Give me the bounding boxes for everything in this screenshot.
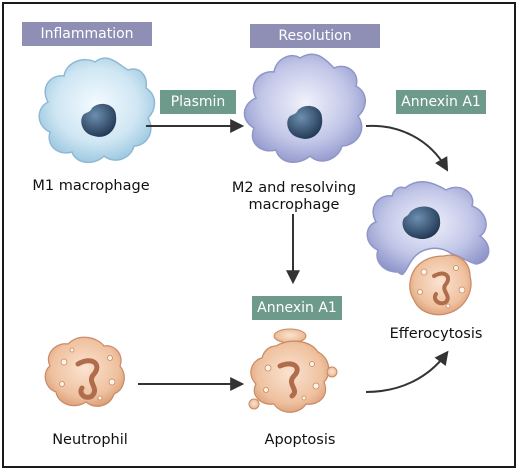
- annexin-a1-tag-top: Annexin A1: [396, 90, 486, 114]
- m1-macrophage-label: M1 macrophage: [32, 178, 150, 194]
- m2-macrophage-cell: [243, 53, 366, 163]
- annexin-a1-tag-middle: Annexin A1: [252, 296, 342, 320]
- inflammation-tag: Inflammation: [22, 22, 152, 46]
- arrow-m2-to-efferocytosis: [365, 124, 449, 172]
- efferocytosis-macrophage-cell: [366, 181, 490, 276]
- resolution-tag: Resolution: [250, 24, 380, 48]
- engulfed-neutrophil-cell: [409, 254, 472, 316]
- arrow-apoptosis-to-efferocytosis: [365, 350, 449, 393]
- apoptotic-neutrophil-cell: [248, 328, 338, 413]
- neutrophil-cell: [44, 336, 125, 407]
- m1-macrophage-cell: [38, 57, 156, 164]
- apoptosis-label: Apoptosis: [264, 432, 336, 448]
- m2-macrophage-label-line1: M2 and resolving: [231, 180, 357, 196]
- m2-nucleus: [287, 105, 323, 139]
- efferocytosis-label: Efferocytosis: [389, 326, 483, 342]
- plasmin-tag: Plasmin: [160, 90, 236, 114]
- neutrophil-label: Neutrophil: [52, 432, 128, 448]
- m2-macrophage-label-line2: macrophage: [248, 197, 340, 213]
- m1-nucleus: [81, 103, 117, 137]
- efferocytosis-nucleus: [402, 206, 441, 240]
